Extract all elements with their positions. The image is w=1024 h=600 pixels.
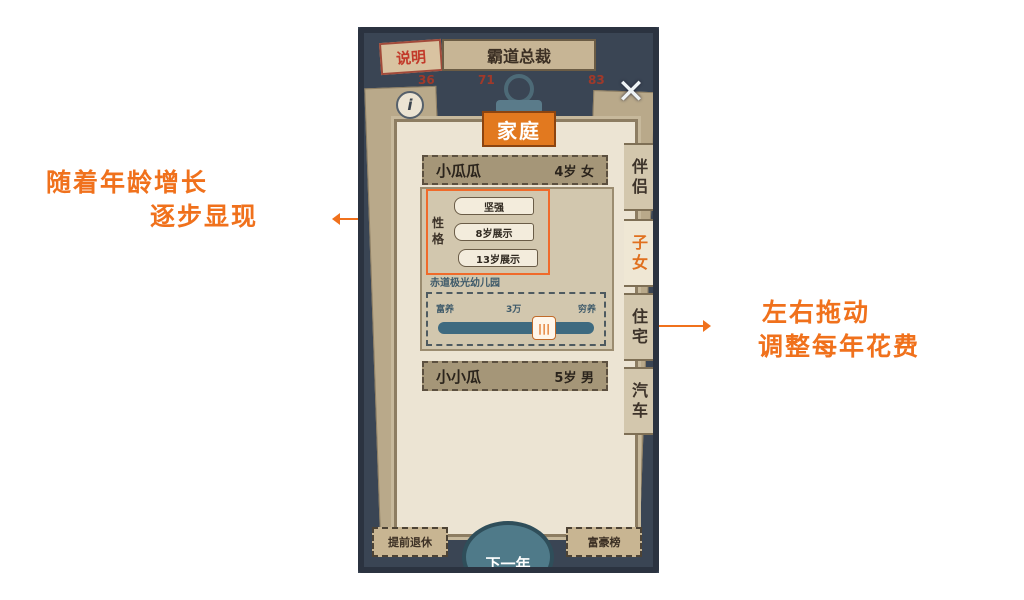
clip-icon	[496, 74, 542, 118]
school-name: 赤道极光幼儿园	[430, 278, 500, 289]
annotation-age-reveal-line1: 随着年龄增长	[46, 168, 209, 197]
trait-label: 性格	[432, 216, 445, 246]
child-header[interactable]: 小小瓜 5岁 男	[422, 361, 608, 391]
stat-value: 36	[418, 73, 435, 87]
explain-button[interactable]: 说明	[378, 38, 444, 76]
tab-house[interactable]: 住宅	[624, 293, 658, 361]
slider-value: 3万	[506, 305, 522, 315]
child-age-gender: 4岁 女	[554, 164, 594, 180]
slider-thumb[interactable]: |||	[532, 316, 557, 340]
child-age-gender: 5岁 男	[554, 370, 594, 386]
panel-title: 家庭	[482, 111, 556, 147]
trait-scroll-locked: 13岁展示	[458, 249, 538, 267]
game-title: 霸道总裁	[442, 39, 596, 71]
trait-scroll-locked: 8岁展示	[454, 223, 534, 241]
close-icon[interactable]: ✕	[616, 72, 646, 112]
spending-slider-box: 富养 3万 穷养 |||	[426, 292, 606, 346]
stats-row: 36 71 83	[378, 73, 628, 91]
slider-left-label: 富养	[436, 305, 455, 315]
annotation-drag-line2: 调整每年花费	[758, 332, 921, 361]
game-screen: 说明 霸道总裁 36 71 83 家庭 i ✕ 伴侣 子女 住宅 汽车 小瓜瓜 …	[358, 27, 659, 573]
tab-car[interactable]: 汽车	[624, 367, 658, 435]
stat-value: 83	[588, 73, 605, 87]
annotation-age-reveal-line2: 逐步显现	[150, 202, 259, 231]
child-name: 小小瓜	[436, 367, 482, 386]
slider-track[interactable]	[438, 322, 594, 334]
info-icon[interactable]: i	[396, 91, 424, 119]
tab-children[interactable]: 子女	[624, 219, 658, 287]
trait-scroll: 坚强	[454, 197, 534, 215]
rich-list-button[interactable]: 富豪榜	[566, 527, 642, 557]
annotation-drag-line1: 左右拖动	[762, 298, 871, 327]
highlight-box	[426, 189, 550, 275]
slider-right-label: 穷养	[577, 305, 596, 315]
tab-partner[interactable]: 伴侣	[624, 143, 658, 211]
child-header[interactable]: 小瓜瓜 4岁 女	[422, 155, 608, 185]
stat-value: 71	[478, 73, 495, 87]
child-name: 小瓜瓜	[436, 161, 482, 180]
early-retire-button[interactable]: 提前退休	[372, 527, 448, 557]
